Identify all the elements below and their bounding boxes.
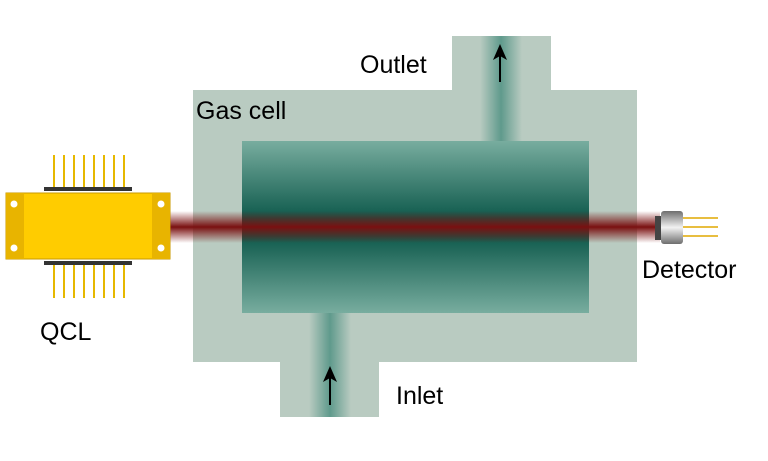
laser-beam <box>150 211 660 243</box>
detector-label: Detector <box>642 256 736 284</box>
inlet-label: Inlet <box>396 382 443 410</box>
qcl-laser-icon <box>5 155 171 298</box>
gas-cell-label: Gas cell <box>196 97 286 125</box>
outlet-arrow-icon <box>493 44 507 82</box>
outlet-label: Outlet <box>360 51 427 79</box>
detector-icon <box>655 211 718 244</box>
qcl-label: QCL <box>40 318 92 346</box>
inlet-arrow-icon <box>323 366 337 405</box>
